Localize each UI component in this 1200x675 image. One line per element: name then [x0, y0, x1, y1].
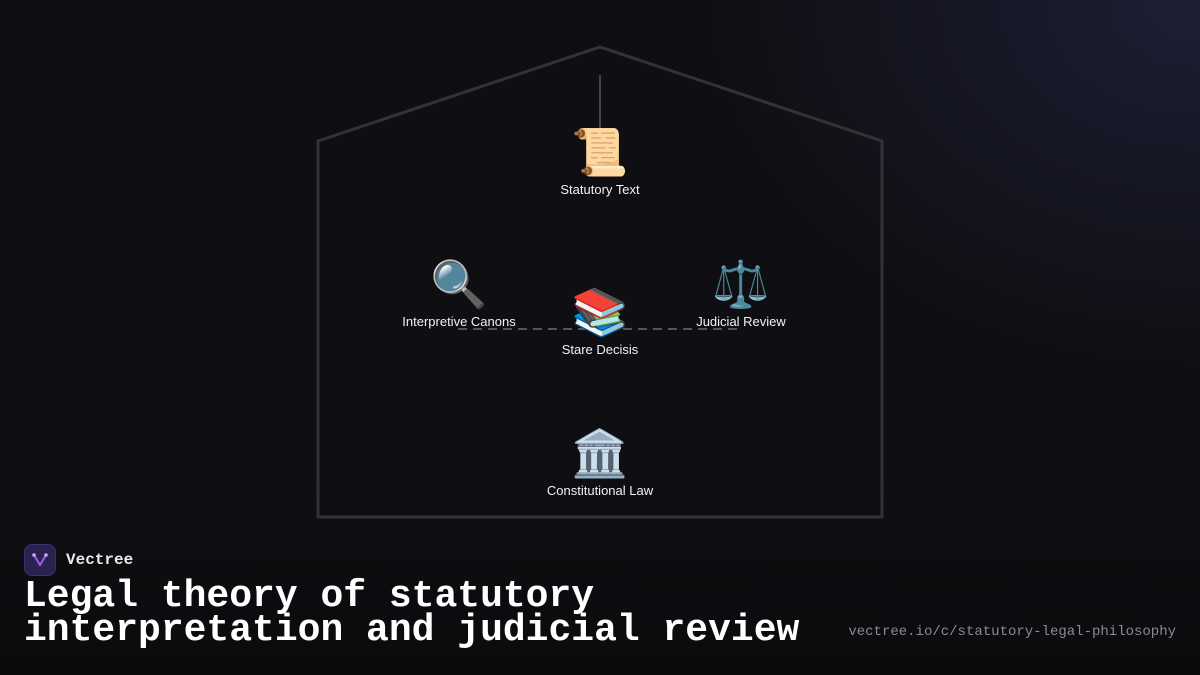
node-label: Constitutional Law	[546, 483, 654, 498]
node-judicial-review: ⚖️ Judicial Review	[641, 258, 841, 329]
magnifying-glass-icon: 🔍	[430, 257, 488, 311]
node-statutory-text: 📜 Statutory Text	[500, 126, 700, 197]
scroll-icon: 📜	[571, 125, 629, 179]
node-label: Judicial Review	[696, 314, 786, 329]
house-frame	[316, 45, 884, 519]
books-icon: 📚	[571, 285, 629, 339]
node-constitutional-law: 🏛️ Constitutional Law	[500, 427, 700, 498]
node-label: Statutory Text	[560, 182, 640, 197]
node-label: Stare Decisis	[561, 342, 639, 357]
node-stare-decisis: 📚 Stare Decisis	[500, 286, 700, 357]
brand-name: Vectree	[66, 551, 134, 569]
scales-icon: ⚖️	[712, 257, 770, 311]
page-title: Legal theory of statutory interpretation…	[24, 575, 800, 652]
classical-building-icon: 🏛️	[571, 426, 629, 480]
node-interpretive-canons: 🔍 Interpretive Canons	[359, 258, 559, 329]
brand[interactable]: Vectree	[24, 544, 133, 576]
vectree-logo-icon	[24, 544, 56, 576]
page-url[interactable]: vectree.io/c/statutory-legal-philosophy	[848, 624, 1176, 640]
node-label: Interpretive Canons	[402, 314, 516, 329]
